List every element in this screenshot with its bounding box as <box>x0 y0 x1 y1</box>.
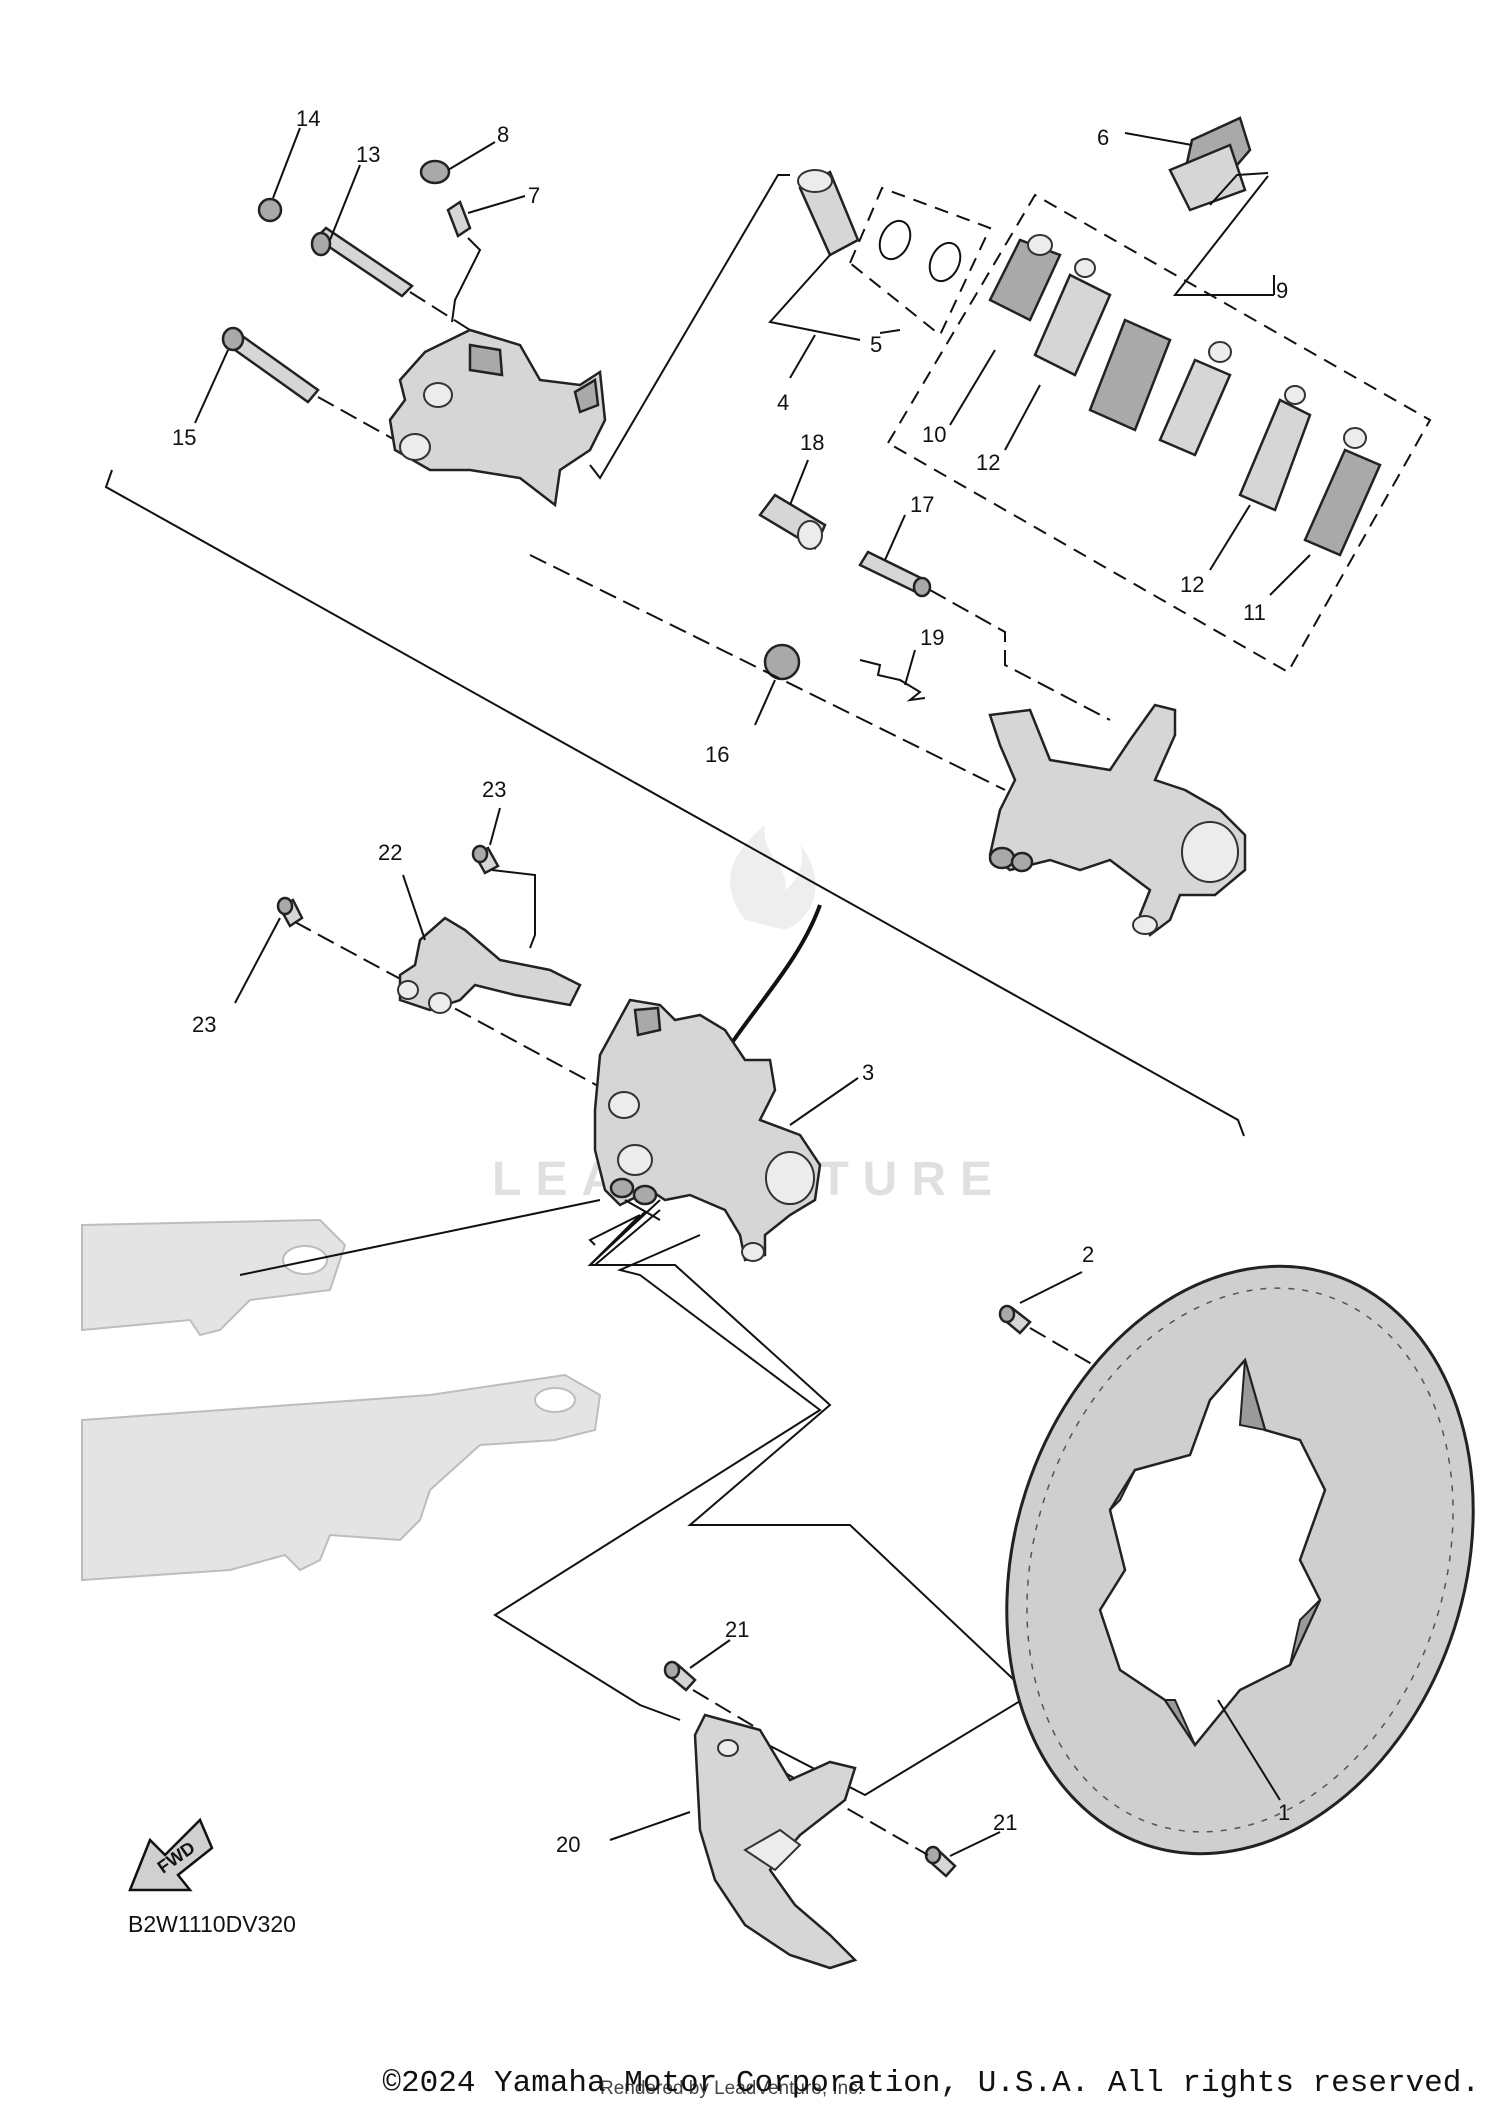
callout-17: 17 <box>910 492 934 517</box>
copyright-notice: ©2024 Yamaha Motor Corporation, U.S.A. A… <box>382 2066 1480 2101</box>
callout-14: 14 <box>296 106 320 131</box>
part-1-brake-disc <box>1005 1264 1475 1856</box>
caliper-body-upper <box>388 174 790 508</box>
callout-6: 6 <box>1097 125 1109 150</box>
part-21-bolt-upper <box>663 1639 761 1731</box>
part-17-pin <box>858 514 1111 721</box>
part-18-sleeve <box>758 459 827 550</box>
part-5-seal-kit <box>848 186 992 337</box>
callout-21-lower: 21 <box>993 1810 1017 1835</box>
part-19-clip <box>859 649 926 702</box>
callout-19: 19 <box>920 625 944 650</box>
part-22-bracket <box>397 874 582 1014</box>
callout-8: 8 <box>497 122 509 147</box>
callout-7: 7 <box>528 183 540 208</box>
part-4-piston <box>768 169 861 379</box>
callout-11: 11 <box>1243 600 1266 625</box>
callout-3: 3 <box>862 1060 874 1085</box>
callout-5: 5 <box>870 332 882 357</box>
caliper-assembly-bracket-line <box>104 469 1245 1137</box>
part-13-pin <box>310 164 471 331</box>
diagram-code: B2W1110DV320 <box>128 1911 296 1937</box>
callout-22: 22 <box>378 840 402 865</box>
part-9-pad-kit <box>886 175 1432 674</box>
callout-1: 1 <box>1278 1800 1290 1825</box>
callout-23-upper: 23 <box>482 777 506 802</box>
part-8-cap <box>419 141 496 185</box>
part-14-bleed-cap <box>257 127 301 223</box>
part-7-bleed-screw <box>446 195 526 323</box>
callout-23-lower: 23 <box>192 1012 216 1037</box>
part-6-pad-spring <box>1124 116 1269 212</box>
part-20-disc-guard <box>609 1713 858 1970</box>
callouts: 14 13 8 7 15 6 9 4 5 10 12 12 11 18 17 1… <box>172 106 1290 1857</box>
callout-13: 13 <box>356 142 380 167</box>
callout-12-left: 12 <box>976 450 1000 475</box>
callout-15: 15 <box>172 425 196 450</box>
brake-hose-routing <box>493 1199 1032 1797</box>
swingarm-reference <box>81 1199 661 1582</box>
callout-12-right: 12 <box>1180 572 1204 597</box>
callout-2: 2 <box>1082 1242 1094 1267</box>
part-3-caliper-assembly <box>593 998 859 1262</box>
part-23-bolt-upper <box>471 807 536 949</box>
part-15-pin <box>194 326 396 441</box>
rendered-by-note: Rendered by LeadVenture, Inc. <box>600 2078 864 2099</box>
callout-10: 10 <box>922 422 946 447</box>
callout-4: 4 <box>777 390 789 415</box>
callout-21-upper: 21 <box>725 1617 749 1642</box>
caliper-bracket <box>988 703 1247 937</box>
callout-18: 18 <box>800 430 824 455</box>
callout-9: 9 <box>1276 278 1288 303</box>
callout-20: 20 <box>556 1832 580 1857</box>
callout-16: 16 <box>705 742 729 767</box>
fwd-arrow-icon: FWD <box>128 1817 214 1892</box>
part-16-boot <box>529 554 1006 791</box>
part-2-disc-bolt <box>998 1271 1151 1399</box>
